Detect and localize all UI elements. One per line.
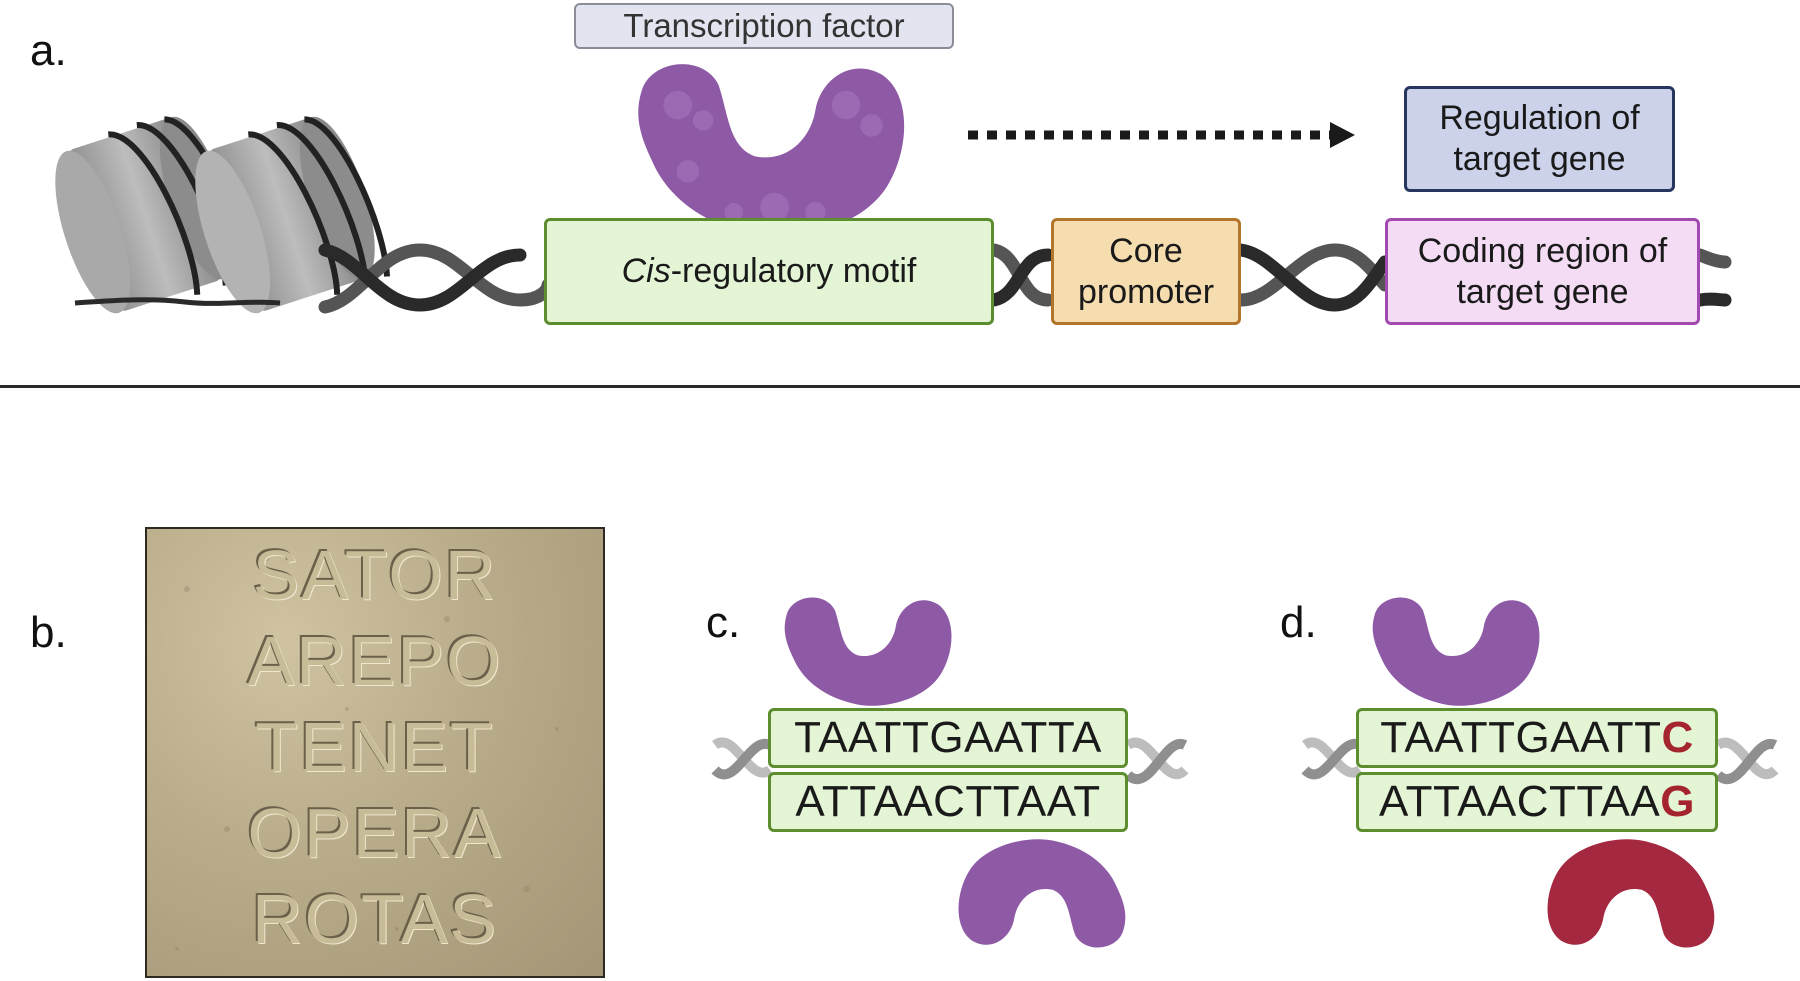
core-promoter-box: Core promoter	[1051, 218, 1241, 325]
bottom-strand-mutation: G	[1660, 777, 1695, 826]
dotted-arrow-icon	[968, 122, 1355, 148]
regulation-line-1: Regulation of	[1439, 99, 1640, 138]
top-strand-mutation: C	[1661, 713, 1694, 762]
sator-row-5: ROTAS	[252, 880, 498, 958]
dna-helix-icon	[1301, 737, 1779, 784]
sator-row-4: OPERA	[247, 794, 503, 872]
bottom-strand-sequence: ATTAACTTAAT	[768, 772, 1128, 832]
transcription-factor-protein-icon	[958, 839, 1126, 948]
mutant-protein-icon	[1547, 839, 1715, 948]
panel-a-label: a.	[30, 26, 67, 75]
panel-b-label: b.	[30, 608, 67, 657]
dna-helix-icon	[318, 243, 1732, 314]
top-strand-prefix: TAATTGAATT	[1380, 713, 1662, 762]
transcription-factor-label: Transcription factor	[574, 3, 954, 49]
panel-c-label: c.	[706, 598, 741, 647]
section-divider	[0, 385, 1800, 388]
nucleosome-icon	[55, 116, 390, 314]
coding-region-line-2: target gene	[1456, 272, 1629, 311]
coding-region-box: Coding region of target gene	[1385, 218, 1700, 325]
sator-row-1: SATOR	[252, 536, 498, 614]
core-promoter-line-1: Core	[1109, 231, 1183, 270]
coding-region-line-1: Coding region of	[1417, 231, 1668, 270]
cis-regulatory-motif-box: Cis-regulatory motif	[544, 218, 994, 325]
regulation-of-target-gene-box: Regulation of target gene	[1404, 86, 1675, 192]
bottom-strand-prefix: ATTAACTTAA	[1379, 777, 1661, 826]
cis-rest-text: -regulatory motif	[670, 252, 917, 291]
top-strand-sequence: TAATTGAATTA	[768, 708, 1128, 768]
cis-italic-text: Cis	[621, 252, 671, 291]
dna-helix-icon	[711, 737, 1189, 784]
regulation-line-2: target gene	[1453, 140, 1626, 178]
transcription-factor-protein-icon	[1372, 597, 1540, 706]
panel-d-label: d.	[1280, 598, 1317, 647]
sator-square-image: SATOR AREPO TENET OPERA ROTAS	[145, 527, 605, 978]
transcription-factor-protein-icon	[784, 597, 952, 706]
sator-row-3: TENET	[255, 708, 495, 786]
core-promoter-line-2: promoter	[1077, 272, 1215, 311]
sator-row-2: AREPO	[247, 622, 503, 700]
